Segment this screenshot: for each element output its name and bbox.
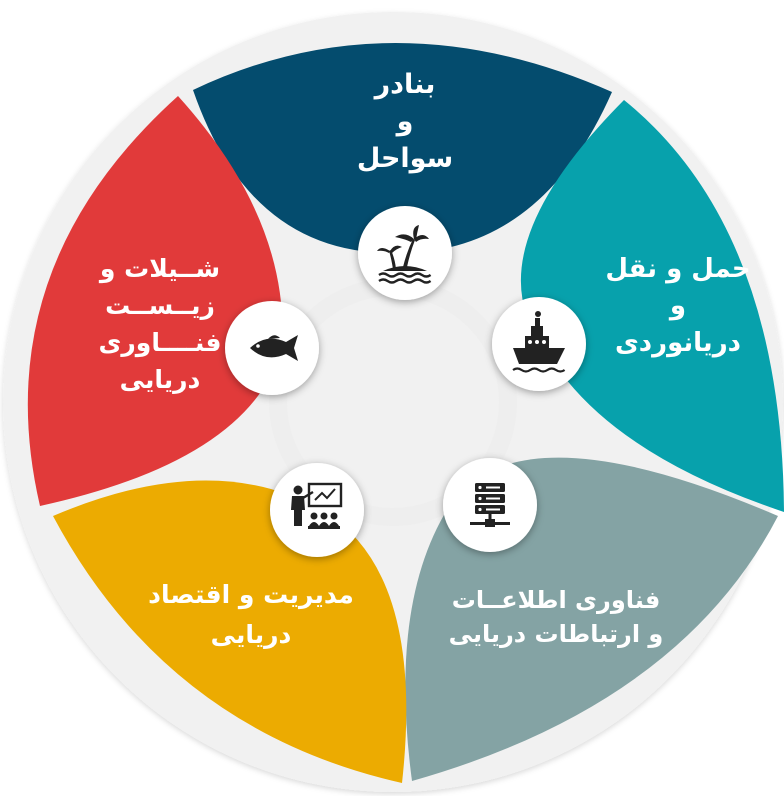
segment-label-line: شــیلات و [98,254,220,284]
segment-label-line: دریانوردی [615,328,741,358]
segment-label-transport-and-shipping: حمل و نقل و دریانوردی [605,254,750,358]
ship-icon [512,311,566,373]
icon-badge-transport-and-shipping [492,297,586,391]
segment-label-fisheries-and-biotech: شــیلات و زیــســت فنــــاوری دریایی [98,254,222,394]
fish-icon [250,335,298,361]
segment-label-line: فناوری اطلاعــات [452,586,661,614]
presentation-icon [291,482,343,529]
icon-badge-fisheries-and-biotech [225,301,319,395]
palm-island-icon [377,225,432,284]
icons-group [225,206,586,557]
icon-badge-information-and-communication [443,458,537,552]
segment-label-line: دریایی [120,365,201,394]
segment-ports-and-coasts [193,42,612,254]
segment-label-line: و [668,291,686,321]
segment-label-line: مدیریت و اقتصاد [148,580,354,610]
segment-label-line: دریایی [211,620,292,649]
segment-label-line: و ارتباطات دریایی [449,620,664,648]
server-icon [470,483,510,527]
segment-label-line: سواحل [357,143,453,174]
icon-badge-management-and-economics [270,463,364,557]
segment-label-line: حمل و نقل [605,254,750,284]
segment-label-ports-and-coasts: بنادر و سواحل [357,69,453,174]
segment-label-line: فنــــاوری [99,328,222,358]
segment-label-information-and-communication: فناوری اطلاعــات و ارتباطات دریایی [449,586,664,648]
segment-label-line: و [395,106,414,137]
segment-label-management-and-economics: مدیریت و اقتصاد دریایی [148,580,354,649]
segment-label-line: زیــســت [105,291,215,320]
segment-label-line: بنادر [373,69,436,100]
labels-group: بنادر و سواحل حمل و نقل و دریانوردی فناوری اطل… [98,69,751,649]
icon-badge-ports-and-coasts [358,206,452,300]
segment-fisheries-and-biotech [27,96,283,506]
segment-transport-and-shipping [520,100,784,512]
